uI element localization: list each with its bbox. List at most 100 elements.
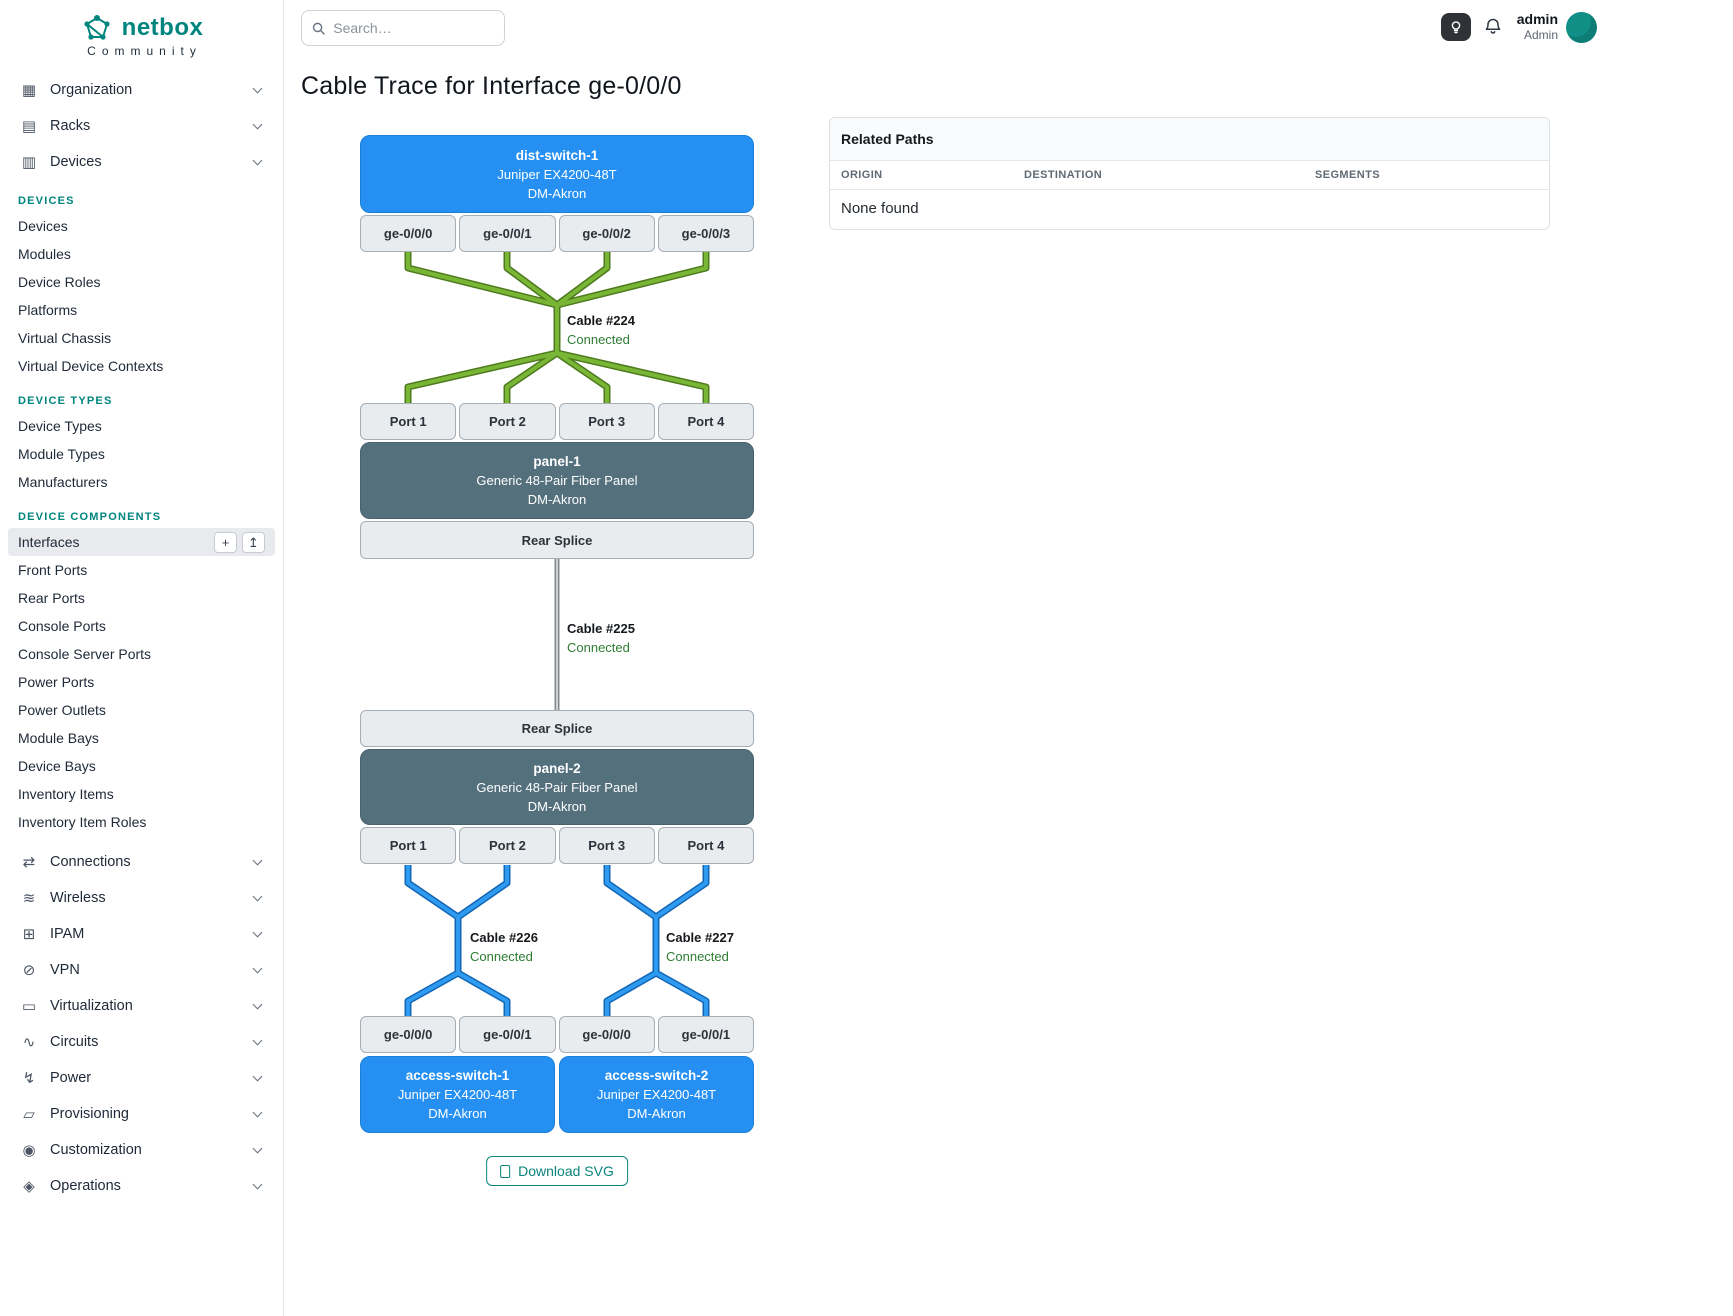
user-menu[interactable]: admin Admin [1490,11,1558,43]
sidebar-item-power-outlets[interactable]: Power Outlets [8,696,275,724]
sidebar-item-module-bays[interactable]: Module Bays [8,724,275,752]
port-box[interactable]: Port 4 [657,827,754,864]
interface-box[interactable]: ge-0/0/1 [459,215,556,252]
dark-mode-toggle-button[interactable] [1441,13,1471,41]
rear-port-panel-2[interactable]: Rear Splice [360,710,754,747]
port-box[interactable]: Port 3 [558,403,655,440]
cable-227-label[interactable]: Cable #227 Connected [666,930,734,964]
sidebar-item-label: Power Ports [18,674,95,690]
interface-box[interactable]: ge-0/0/1 [459,1016,556,1053]
device-site: DM-Akron [527,185,587,201]
sidebar-item-platforms[interactable]: Platforms [8,296,275,324]
chevron-down-icon [252,1071,263,1082]
chevron-down-icon [252,855,263,866]
cable-id: Cable #227 [666,930,734,945]
sidebar-item-devices-group[interactable]: ▥ Devices [8,144,275,180]
cable-trace-diagram: dist-switch-1 Juniper EX4200-48T DM-Akro… [360,135,754,1191]
sidebar-item-console-server-ports[interactable]: Console Server Ports [8,640,275,668]
sidebar-item-label: Interfaces [18,534,80,550]
avatar[interactable] [1566,12,1597,43]
sidebar-item-inventory-item-roles[interactable]: Inventory Item Roles [8,808,275,836]
sidebar-item-racks[interactable]: ▤ Racks [8,108,275,144]
device-name: panel-1 [533,454,581,469]
sidebar-item-front-ports[interactable]: Front Ports [8,556,275,584]
port-box[interactable]: Port 1 [360,403,457,440]
download-file-icon [500,1164,511,1178]
related-paths-empty-text: None found [841,200,919,217]
interface-box[interactable]: ge-0/0/1 [657,1016,754,1053]
interface-box[interactable]: ge-0/0/2 [558,215,655,252]
cable-225-label[interactable]: Cable #225 Connected [567,621,635,655]
cable-226-label[interactable]: Cable #226 Connected [470,930,538,964]
sidebar-item-label: Connections [50,854,131,870]
sidebar-item-vpn[interactable]: ⊘ VPN [8,952,275,988]
interface-box[interactable]: ge-0/0/3 [657,215,754,252]
sidebar-item-device-types[interactable]: Device Types [8,412,275,440]
sidebar-section-device-components: DEVICE COMPONENTS [18,511,162,523]
sidebar-item-modules[interactable]: Modules [8,240,275,268]
add-button[interactable]: + [214,531,237,553]
rear-port-panel-1[interactable]: Rear Splice [360,521,754,559]
sidebar-item-ipam[interactable]: ⊞ IPAM [8,916,275,952]
port-box[interactable]: Port 4 [657,403,754,440]
device-site: DM-Akron [627,1106,686,1121]
sidebar-item-label: Customization [50,1142,142,1158]
sidebar-item-power-ports[interactable]: Power Ports [8,668,275,696]
chevron-down-icon [252,1179,263,1190]
search-icon [312,22,325,35]
sidebar-item-wireless[interactable]: ≋ Wireless [8,880,275,916]
sidebar-item-power[interactable]: ↯ Power [8,1060,275,1096]
sidebar-item-manufacturers[interactable]: Manufacturers [8,468,275,496]
sidebar-item-console-ports[interactable]: Console Ports [8,612,275,640]
cable-status: Connected [567,640,630,655]
interface-box[interactable]: ge-0/0/0 [558,1016,655,1053]
port-box[interactable]: Port 2 [459,827,556,864]
sidebar-item-interfaces[interactable]: Interfaces + ↥ [8,528,275,556]
sidebar-item-label: Platforms [18,302,78,318]
sidebar-item-rear-ports[interactable]: Rear Ports [8,584,275,612]
notifications-button[interactable] [1481,16,1505,40]
related-paths-card: Related Paths ORIGIN DESTINATION SEGMENT… [829,117,1550,230]
import-button[interactable]: ↥ [242,531,265,553]
sidebar-item-label: Virtual Device Contexts [18,358,164,374]
sidebar-item-provisioning[interactable]: ▱ Provisioning [8,1096,275,1132]
sidebar-item-operations[interactable]: ◈ Operations [8,1168,275,1204]
customization-icon: ◉ [22,1142,36,1159]
sidebar-item-label: Virtual Chassis [18,330,112,346]
cable-224-label[interactable]: Cable #224 Connected [567,313,635,347]
sidebar-item-module-types[interactable]: Module Types [8,440,275,468]
device-box-panel-2[interactable]: panel-2 Generic 48-Pair Fiber Panel DM-A… [360,749,754,825]
device-box-access-switch-1[interactable]: access-switch-1 Juniper EX4200-48T DM-Ak… [360,1056,555,1133]
sidebar-item-connections[interactable]: ⇄ Connections [8,844,275,880]
sidebar-item-label: Device Types [18,418,102,434]
sidebar-item-label: Circuits [50,1034,99,1050]
sidebar-item-device-bays[interactable]: Device Bays [8,752,275,780]
port-box[interactable]: Port 2 [459,403,556,440]
sidebar-item-virtualization[interactable]: ▭ Virtualization [8,988,275,1024]
port-box[interactable]: Port 3 [558,827,655,864]
interface-box[interactable]: ge-0/0/0 [360,215,457,252]
device-box-dist-switch-1[interactable]: dist-switch-1 Juniper EX4200-48T DM-Akro… [360,135,754,213]
device-box-access-switch-2[interactable]: access-switch-2 Juniper EX4200-48T DM-Ak… [559,1056,754,1133]
sidebar-item-virtual-device-contexts[interactable]: Virtual Device Contexts [8,352,275,380]
sidebar-item-inventory-items[interactable]: Inventory Items [8,780,275,808]
cable-status: Connected [567,332,630,347]
sidebar-item-device-roles[interactable]: Device Roles [8,268,275,296]
sidebar-nav: ▦ Organization ▤ Racks ▥ Devices DEVICES… [0,60,283,1204]
sidebar-item-devices[interactable]: Devices [8,212,275,240]
column-header-origin: ORIGIN [841,169,883,181]
netbox-logo[interactable]: netbox Community [0,0,283,60]
page-title: Cable Trace for Interface ge-0/0/0 [301,72,682,100]
chevron-down-icon [252,155,263,166]
port-box[interactable]: Port 1 [360,827,457,864]
sidebar-item-virtual-chassis[interactable]: Virtual Chassis [8,324,275,352]
sidebar-item-circuits[interactable]: ∿ Circuits [8,1024,275,1060]
interface-box[interactable]: ge-0/0/0 [360,1016,457,1053]
devices-icon: ▥ [21,154,37,171]
download-svg-button[interactable]: Download SVG [486,1156,628,1186]
device-box-panel-1[interactable]: panel-1 Generic 48-Pair Fiber Panel DM-A… [360,442,754,519]
sidebar-item-customization[interactable]: ◉ Customization [8,1132,275,1168]
chevron-down-icon [252,891,263,902]
search-input[interactable] [333,20,494,36]
sidebar-item-organization[interactable]: ▦ Organization [8,72,275,108]
